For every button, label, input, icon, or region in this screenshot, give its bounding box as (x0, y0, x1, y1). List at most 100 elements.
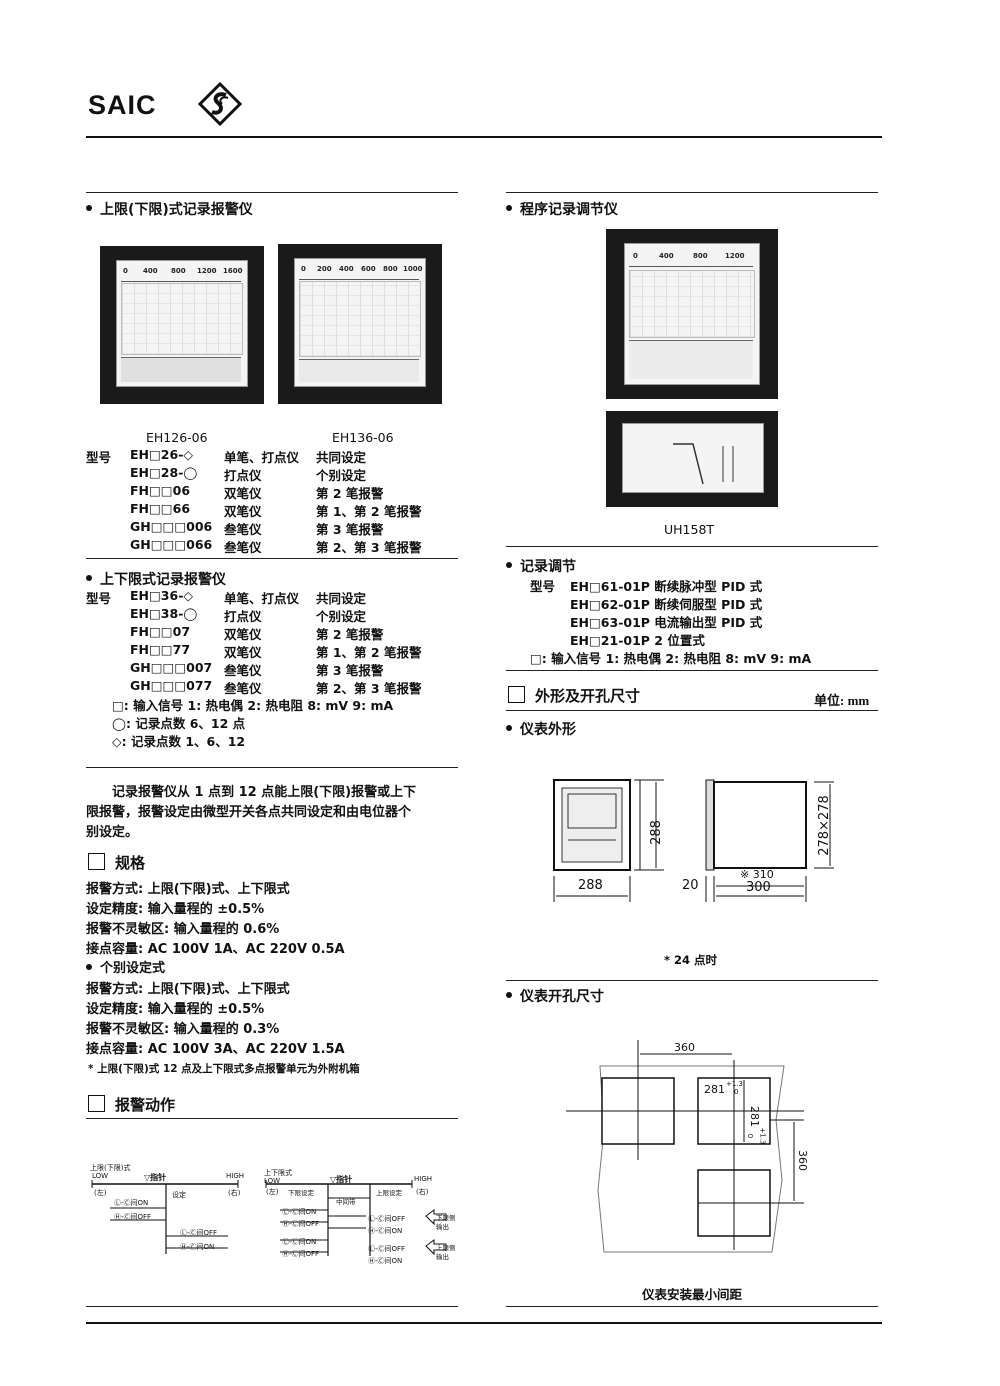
header-rule (86, 136, 882, 138)
table-cell-setting: 第 1、第 2 笔报警 (316, 504, 422, 519)
table-cell-model: FH□□07 (130, 624, 191, 639)
dimension-title: 外形及开孔尺寸 (508, 685, 640, 706)
section-title-upper-lower: 上下限式记录报警仪 (86, 569, 226, 589)
recorder-photo-eh126: 0 400 800 1200 1600 (100, 246, 264, 404)
scale-tick: 0 (301, 265, 306, 273)
scale-tick: 400 (659, 252, 674, 260)
table-cell-type: 打点仪 (224, 468, 262, 483)
diagram-label: 上限设定 (376, 1189, 402, 1197)
table-cell-model: FH□□06 (130, 483, 191, 498)
diagram-label: LOW (92, 1172, 109, 1180)
scale-tick: 1200 (197, 267, 217, 275)
description-line: 别设定。 (86, 825, 139, 840)
scale-tick: 1200 (725, 252, 745, 260)
divider (506, 980, 878, 981)
spec-footnote: * 上限(下限)式 12 点及上下限式多点报警单元为外附机箱 (88, 1063, 360, 1075)
spec-line: 报警方式: 上限(下限)式、上下限式 (86, 882, 290, 897)
table-cell-type: 单笔、打点仪 (224, 450, 300, 465)
photo-caption: UH158T (664, 522, 715, 537)
cutout-tol: 0 (746, 1133, 755, 1139)
table-cell-type: 双笔仪 (224, 627, 262, 642)
note-record-points: ◯: 记录点数 6、12 点 (112, 716, 246, 731)
table-cell-model: EH□36-◇ (130, 588, 194, 603)
table-cell-setting: 个别设定 (316, 609, 367, 624)
table-cell-model: FH□□77 (130, 642, 191, 657)
table-cell-model: GH□□□006 (130, 519, 213, 534)
table-cell-model: GH□□□066 (130, 537, 213, 552)
scale-tick: 600 (361, 265, 376, 273)
table-cell-setting: 共同设定 (316, 591, 367, 606)
model-label: 型号 (530, 579, 556, 594)
section-title-record-control: 记录调节 (506, 556, 576, 576)
cutout-tol: +1.3 (726, 1080, 743, 1088)
outline-footnote: * 24 点时 (664, 953, 718, 967)
spec-line: 设定精度: 输入量程的 ±0.5% (86, 1002, 265, 1017)
cutout-lines (566, 1040, 804, 1253)
diagram-label: Ⓛ-Ⓒ间ON (114, 1199, 149, 1207)
description-line: 记录报警仪从 1 点到 12 点能上限(下限)报警或上下 (112, 785, 417, 800)
spec-line: 报警不灵敏区: 输入量程的 0.3% (86, 1022, 280, 1037)
cutout-tol: 0 (734, 1088, 739, 1096)
saic-emblem-icon (198, 82, 242, 126)
diagram-label: Ⓗ-Ⓒ间OFF (282, 1250, 320, 1258)
table-cell-setting: 第 2、第 3 笔报警 (316, 681, 422, 696)
footer-rule (86, 1322, 882, 1324)
cutout-hole-w: 281 (704, 1083, 725, 1096)
spec-subtitle: 个别设定式 (86, 957, 165, 976)
description-line: 限报警，报警设定由微型开关各点共同设定和由电位器个 (86, 805, 412, 820)
diagram-label: 上下限式 (264, 1169, 292, 1177)
dim-side: 278×278 (816, 795, 832, 856)
cutout-hole-h: 281 (748, 1106, 761, 1127)
diagram-label: Ⓛ-Ⓒ间ON (282, 1238, 317, 1246)
scale-tick: 200 (317, 265, 332, 273)
table-cell-setting: 第 2、第 3 笔报警 (316, 540, 422, 555)
recorder-photo-eh136: 0 200 400 600 800 1000 (278, 244, 442, 404)
scale-tick: 800 (383, 265, 398, 273)
divider (506, 1306, 878, 1307)
divider (86, 767, 458, 768)
spec-line: 报警方式: 上限(下限)式、上下限式 (86, 982, 290, 997)
section-title-upper-limit: 上限(下限)式记录报警仪 (86, 199, 253, 219)
table-cell-type: 叁笔仪 (224, 540, 262, 555)
dim-height: 288 (648, 820, 664, 845)
scale-tick: 400 (143, 267, 158, 275)
table-cell-type: 双笔仪 (224, 645, 262, 660)
cutout-title: 仪表开孔尺寸 (506, 986, 604, 1006)
table-cell-model: GH□□□077 (130, 678, 213, 693)
scale-tick: 0 (123, 267, 128, 275)
scale-tick: 1600 (223, 267, 243, 275)
diagram-label: 中间带 (336, 1198, 356, 1206)
right-top-rule (506, 192, 878, 193)
table-cell-setting: 个别设定 (316, 468, 367, 483)
controller-photo-front: 0 400 800 1200 (606, 229, 778, 399)
left-top-rule (86, 192, 458, 193)
diagram-label: HIGH (226, 1172, 245, 1180)
diagram-label: Ⓗ-Ⓒ间OFF (114, 1213, 152, 1221)
table-cell-setting: 共同设定 (316, 450, 367, 465)
dim-depth-note: ※ 310 (740, 868, 774, 881)
diagram-label: Ⓗ-Ⓒ间OFF (282, 1220, 320, 1228)
table-cell-setting: 第 2 笔报警 (316, 486, 384, 501)
divider (86, 558, 458, 559)
diagram-label: Ⓛ-Ⓒ间ON (282, 1208, 317, 1216)
table-cell-model: FH□□66 (130, 501, 191, 516)
outline-title: 仪表外形 (506, 719, 576, 739)
unit-label: 单位: mm (814, 693, 870, 708)
table-cell-setting: 第 3 笔报警 (316, 663, 384, 678)
scale-tick: 0 (633, 252, 638, 260)
cutout-pitch-h: 360 (674, 1041, 695, 1054)
model-label: 型号 (86, 591, 112, 606)
control-model: EH□63-01P 电流输出型 PID 式 (570, 615, 763, 630)
diagram-lines (91, 1180, 239, 1254)
cutout-caption: 仪表安装最小间距 (642, 1287, 743, 1302)
diagram-label: Ⓗ-Ⓒ间ON (180, 1243, 215, 1251)
diagram-label: Ⓗ-Ⓒ间ON (368, 1257, 403, 1265)
photo-caption: EH126-06 (146, 430, 208, 445)
diagram-label: 上限(下限)式 (90, 1164, 131, 1172)
section-title-program-recorder: 程序记录调节仪 (506, 199, 618, 219)
outline-lines (553, 779, 834, 902)
dim-depth: 300 (746, 880, 771, 895)
dim-width: 288 (578, 878, 603, 893)
table-cell-type: 叁笔仪 (224, 522, 262, 537)
divider (86, 1118, 458, 1119)
